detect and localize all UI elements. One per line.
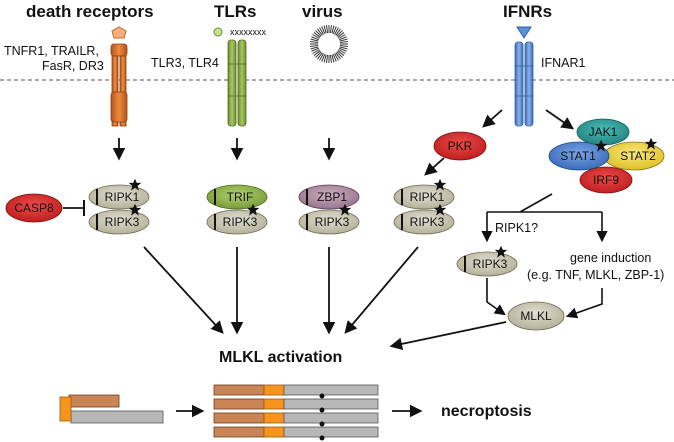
zbp1-label: ZBP1 [317, 190, 347, 204]
stat2-label: STAT2 [620, 149, 656, 163]
header-virus: virus [302, 2, 343, 21]
mlkl-activation-label: MLKL activation [219, 349, 342, 366]
arrow-ifnr-to-pkr [482, 109, 503, 128]
header-death-receptors: death receptors [26, 2, 154, 21]
ripk3-label-trif: RIPK3 [223, 215, 258, 229]
pkr-node: PKR [433, 131, 487, 161]
arrow-mlkl-ifn-to-activation [389, 321, 507, 351]
ifnar-receptor-icon [514, 41, 534, 127]
mlkl-node: MLKL [507, 301, 565, 331]
isgf3-complex: IRF9 STAT2 STAT1 JAK1 [548, 118, 665, 194]
ripk3-ifn-node: RIPK3 [456, 245, 518, 277]
pkr-label: PKR [448, 139, 473, 153]
death-receptor-label-2: FasR, DR3 [42, 59, 104, 73]
arrow-pkr-ripk-to-mlkl [344, 246, 419, 334]
zbp1-complex: ZBP1 RIPK3 [298, 184, 360, 235]
gene-induction-label-1: gene induction [570, 251, 651, 265]
mlkl-oligomer-icon [213, 384, 379, 441]
jak1-label: JAK1 [589, 125, 618, 139]
casp8-label: CASP8 [14, 201, 54, 215]
ripk-complex-pkr: RIPK1 RIPK3 [393, 178, 455, 235]
ifnar-receptor-label: IFNAR1 [541, 56, 586, 70]
arrow-death-to-mlkl [143, 246, 224, 334]
trif-complex: TRIF RIPK3 [206, 184, 268, 235]
ifn-ligand-icon [516, 26, 532, 39]
header-tlrs: TLRs [214, 2, 257, 21]
arrow-gene-to-mlkl [565, 288, 603, 319]
death-ligand-icon [111, 26, 127, 39]
death-receptor-label-1: TNFR1, TRAILR, [4, 44, 99, 58]
tlr-ligand-icon [213, 27, 223, 37]
ripk1-question-label: RIPK1? [495, 221, 538, 235]
tlr-receptor-label: TLR3, TLR4 [151, 56, 219, 70]
necroptosis-label: necroptosis [441, 403, 532, 420]
header-ifnrs: IFNRs [503, 2, 552, 21]
casp8-node: CASP8 [5, 193, 63, 223]
stat1-label: STAT1 [560, 149, 596, 163]
ripk3-label-pkr: RIPK3 [410, 215, 445, 229]
virus-icon [310, 25, 348, 63]
ripk1-label-death: RIPK1 [105, 190, 140, 204]
ripk-complex-death: RIPK1 RIPK3 [88, 178, 150, 235]
death-receptor-icon [110, 43, 128, 127]
arrow-pkr-to-ripk [424, 157, 445, 176]
mlkl-label: MLKL [520, 309, 552, 323]
irf9-label: IRF9 [593, 173, 619, 187]
ripk3-label-zbp1: RIPK3 [315, 215, 350, 229]
ripk3-label-death: RIPK3 [105, 215, 140, 229]
arrow-ifnr-to-jak [545, 109, 575, 130]
mlkl-monomer-icon [59, 394, 164, 424]
tlr-receptor-icon [227, 39, 247, 127]
tlr-ligand-chain-icon: xxxxxxxx [230, 27, 267, 37]
trif-label: TRIF [227, 190, 254, 204]
arrow-ripk3-to-mlkl [486, 278, 506, 316]
gene-induction-label-2: (e.g. TNF, MLKL, ZBP-1) [527, 268, 664, 282]
ripk3-label-ifn: RIPK3 [473, 257, 508, 271]
branch-from-irf9 [519, 193, 553, 213]
ripk1-label-pkr: RIPK1 [410, 190, 445, 204]
